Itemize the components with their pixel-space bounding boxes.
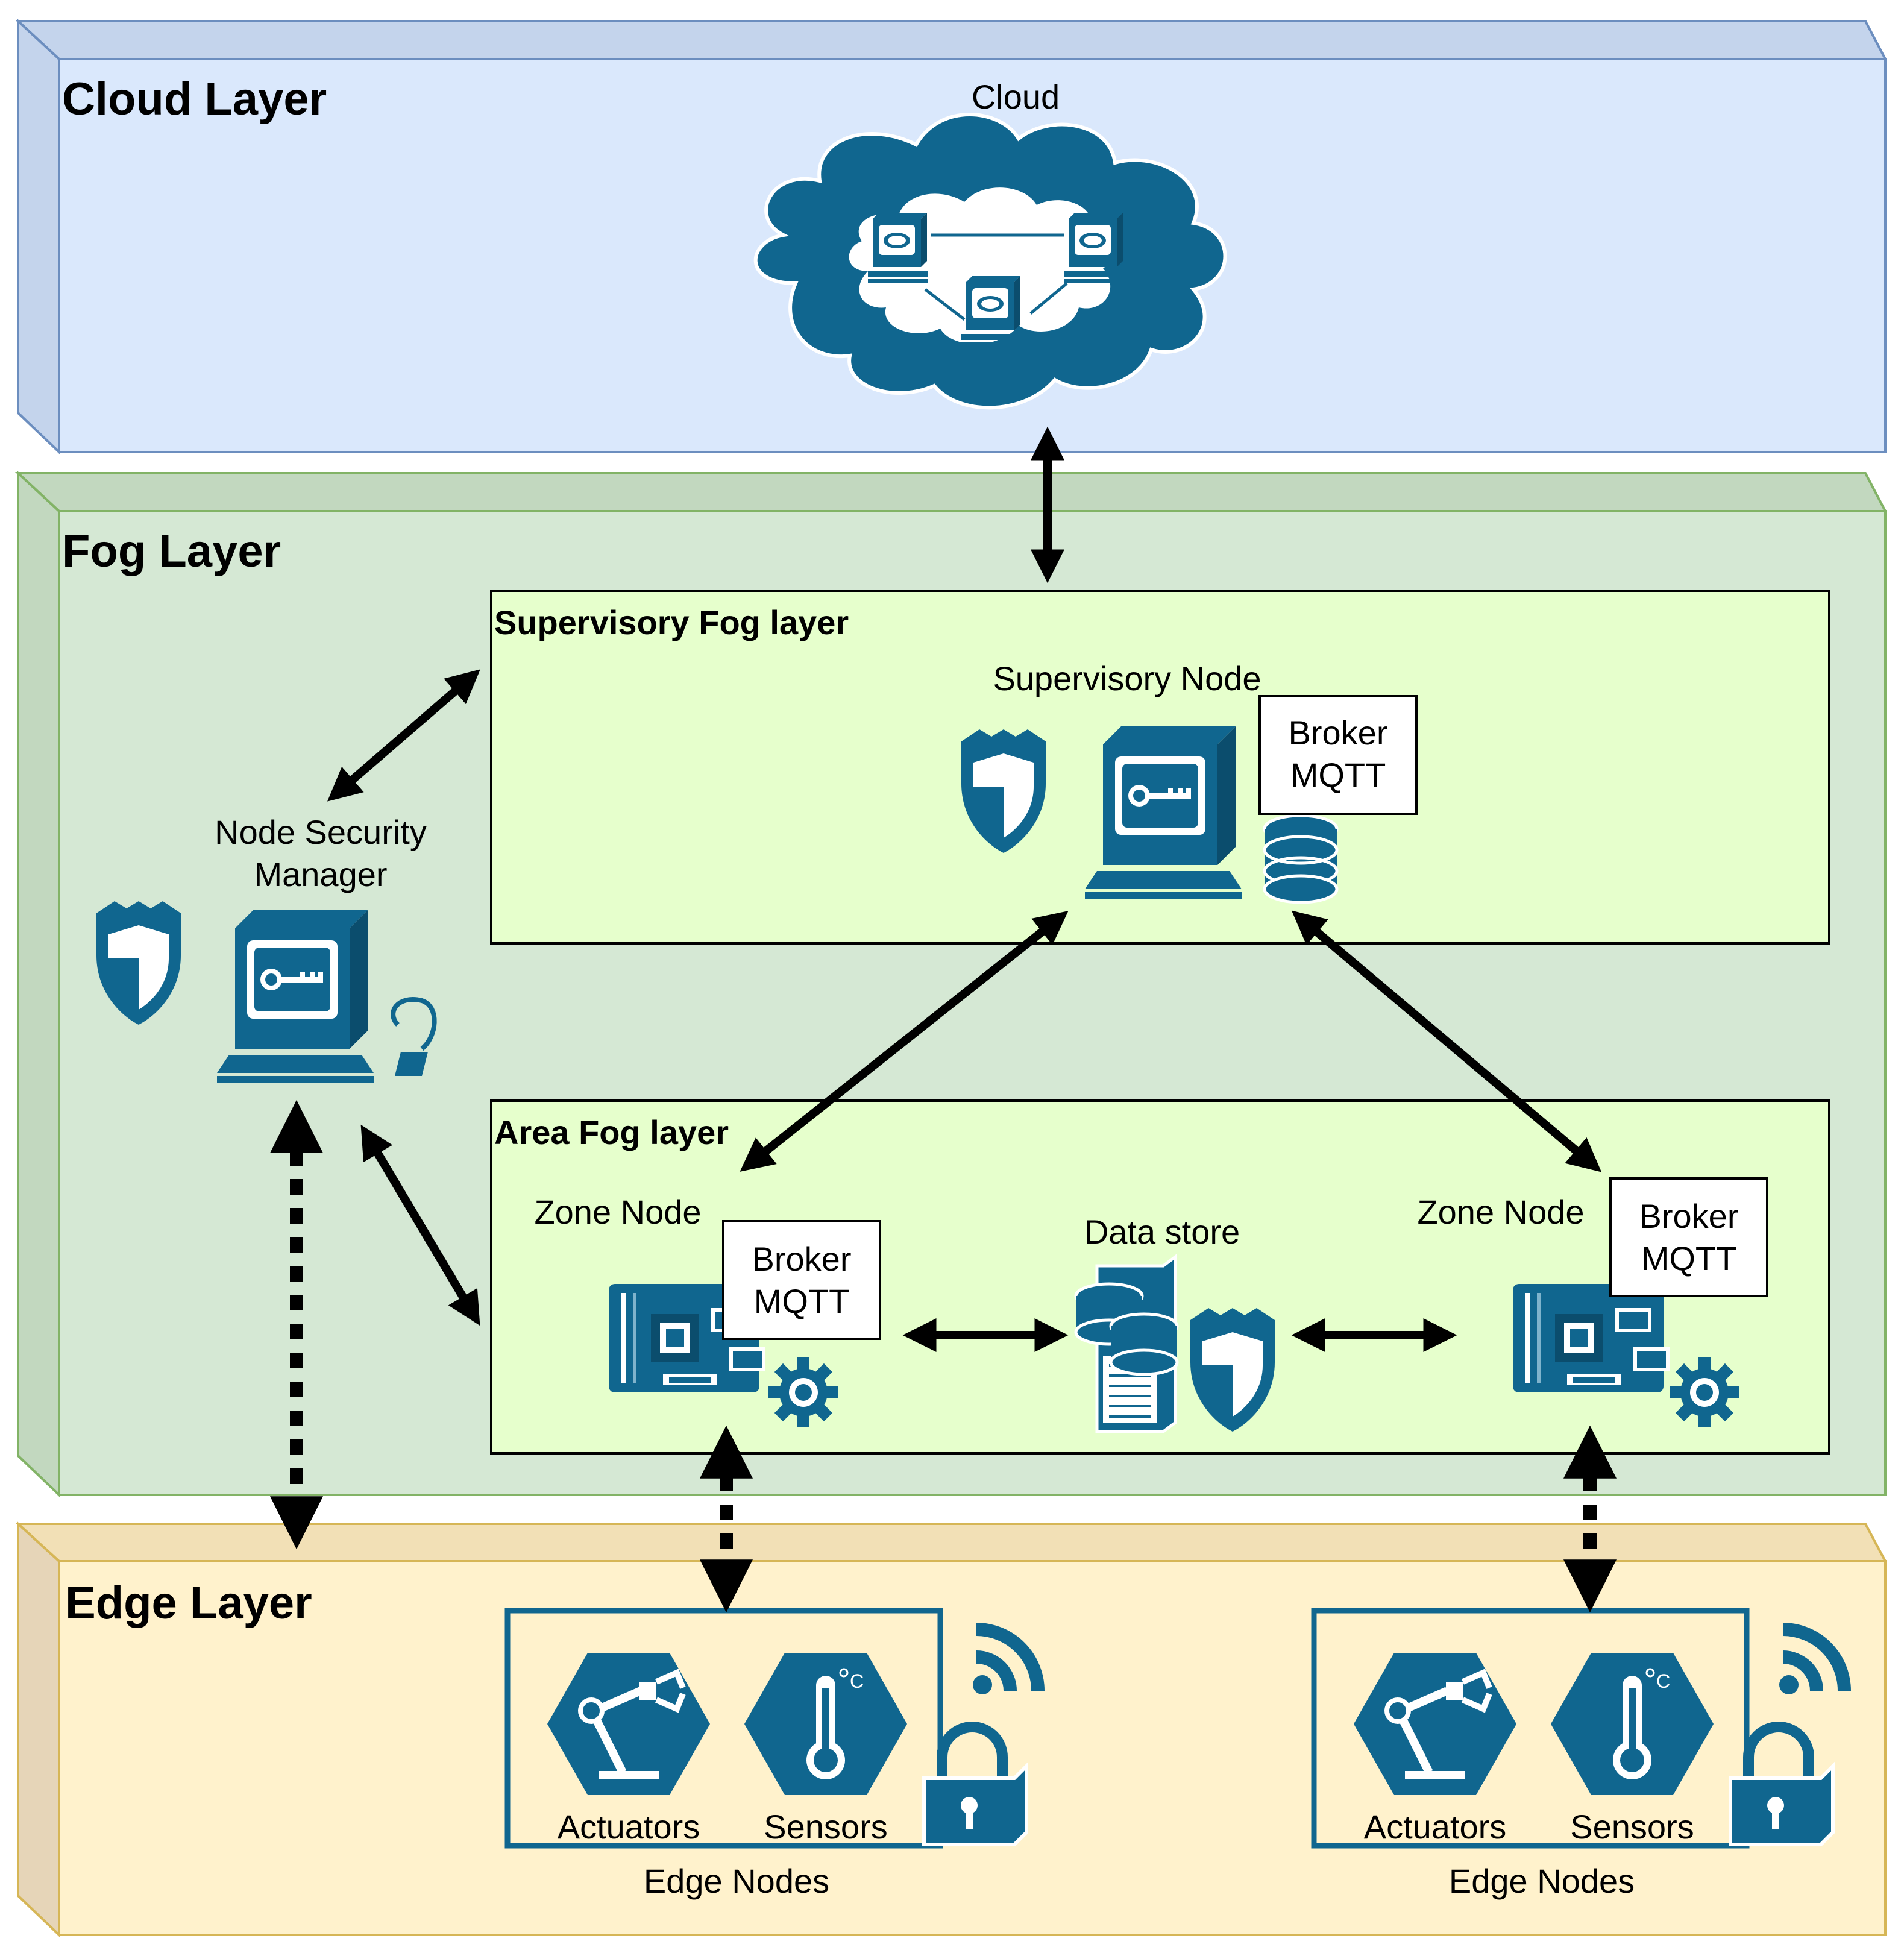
actuators-label: Actuators [558, 1808, 700, 1846]
secure-terminal-icon [1085, 726, 1242, 899]
edge-nodes-group: Actuators Sensors Edge Nodes [504, 1608, 1038, 1900]
edge-nodes-caption: Edge Nodes [644, 1862, 829, 1900]
mqtt-label: MQTT [1290, 756, 1386, 794]
nsm-label-line2: Manager [254, 855, 387, 893]
edge-nodes-group: Actuators Sensors Edge Nodes [1311, 1608, 1844, 1900]
arrow-supervisory-zone-left [740, 911, 1069, 1172]
broker-mqtt-box [1258, 695, 1418, 815]
supervisory-fog-box: Supervisory Fog layer Supervisory Node B… [490, 590, 1830, 945]
cloud-layer-title: Cloud Layer [62, 74, 327, 125]
mouse-icon [391, 997, 437, 1076]
cloud-label: Cloud [972, 78, 1060, 116]
area-fog-title: Area Fog layer [494, 1113, 729, 1151]
connection-arrows [327, 426, 1602, 1352]
zone-node-right-label: Zone Node [1417, 1193, 1584, 1231]
broker-mqtt-box [1609, 1177, 1768, 1297]
edge-nodes-caption: Edge Nodes [1449, 1862, 1635, 1900]
cloud-servers-icon [753, 113, 1227, 410]
sensors-label: Sensors [764, 1808, 887, 1846]
node-security-manager: Node Security Manager [96, 813, 437, 1083]
circuit-board-icon [1513, 1284, 1670, 1392]
arrow-nsm-supervisory [327, 669, 480, 802]
broker-mqtt-box [722, 1220, 881, 1340]
fog-layer-title: Fog Layer [62, 526, 281, 577]
secure-terminal-icon [217, 910, 374, 1083]
zone-node-left-label: Zone Node [534, 1193, 701, 1231]
area-fog-box: Area Fog layer Zone Node Broker MQTT Dat… [490, 1099, 1830, 1455]
database-icon [1263, 814, 1339, 904]
dotted-arrows [270, 1099, 1617, 1613]
gear-icon [1670, 1357, 1739, 1427]
broker-label: Broker [1289, 714, 1388, 752]
actuators-label: Actuators [1364, 1808, 1507, 1846]
edge-layer-title: Edge Layer [65, 1577, 312, 1629]
mqtt-label: MQTT [1641, 1239, 1737, 1277]
supervisory-fog-title: Supervisory Fog layer [494, 603, 849, 641]
sensors-label: Sensors [1570, 1808, 1694, 1846]
broker-label: Broker [752, 1240, 852, 1278]
arrow-nsm-area [360, 1124, 480, 1326]
arrow-supervisory-zone-right [1291, 910, 1602, 1172]
supervisory-node-label: Supervisory Node [993, 659, 1261, 697]
broker-label: Broker [1639, 1197, 1739, 1235]
data-store-icon [1074, 1254, 1179, 1433]
nsm-label-line1: Node Security [215, 813, 427, 851]
data-store-label: Data store [1084, 1213, 1240, 1251]
mqtt-label: MQTT [754, 1282, 850, 1320]
gear-icon [768, 1357, 838, 1427]
